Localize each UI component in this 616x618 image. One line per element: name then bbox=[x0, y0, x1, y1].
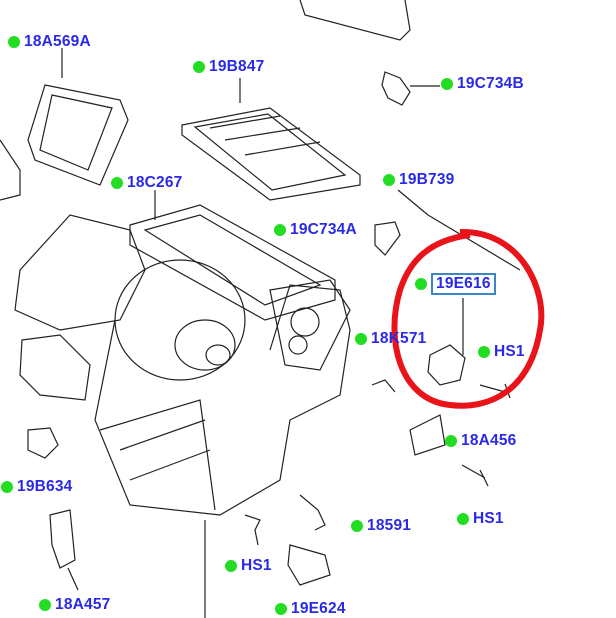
callout-19c734b[interactable]: 19C734B bbox=[441, 75, 524, 93]
screw-hs1-b bbox=[461, 464, 489, 487]
part-19b634 bbox=[27, 427, 59, 459]
highlight-circle bbox=[391, 228, 545, 409]
marker-dot bbox=[8, 36, 20, 48]
connector-19e624 bbox=[287, 544, 331, 586]
marker-dot bbox=[225, 560, 237, 572]
actuator-19c734a bbox=[374, 221, 401, 256]
callout-19e616[interactable]: 19E616 bbox=[415, 273, 496, 295]
part-label: 18591 bbox=[367, 517, 412, 534]
callout-19c734a[interactable]: 19C734A bbox=[274, 221, 357, 239]
part-label: 19C734A bbox=[290, 221, 357, 238]
callout-18a457[interactable]: 18A457 bbox=[39, 596, 111, 614]
part-label: 18K571 bbox=[371, 330, 427, 347]
marker-dot bbox=[111, 177, 123, 189]
part-label: HS1 bbox=[241, 557, 272, 574]
highlighted-part-label: 19E616 bbox=[431, 273, 496, 295]
part-label: 19E624 bbox=[291, 600, 346, 617]
sensor-18591 bbox=[299, 494, 326, 531]
callout-19e624[interactable]: 19E624 bbox=[275, 600, 346, 618]
marker-dot bbox=[39, 599, 51, 611]
callout-18k571[interactable]: 18K571 bbox=[355, 330, 427, 348]
part-label: HS1 bbox=[494, 343, 525, 360]
marker-dot bbox=[415, 278, 427, 290]
marker-dot bbox=[1, 481, 13, 493]
link-19b739 bbox=[427, 214, 521, 271]
callout-19b634[interactable]: 19B634 bbox=[1, 478, 73, 496]
actuator-19c734b bbox=[381, 71, 440, 106]
marker-dot bbox=[441, 78, 453, 90]
callout-18a569a[interactable]: 18A569A bbox=[8, 33, 91, 51]
marker-dot bbox=[351, 520, 363, 532]
marker-dot bbox=[383, 174, 395, 186]
callout-19b847[interactable]: 19B847 bbox=[193, 58, 265, 76]
callout-hs1-b[interactable]: HS1 bbox=[457, 510, 504, 528]
bracket-18k571 bbox=[371, 379, 396, 393]
blower-assembly bbox=[14, 214, 351, 618]
marker-dot bbox=[457, 513, 469, 525]
callout-18a456[interactable]: 18A456 bbox=[445, 432, 517, 450]
part-label: 18A456 bbox=[461, 432, 517, 449]
callout-hs1-c[interactable]: HS1 bbox=[225, 557, 272, 575]
bracket-18a456 bbox=[409, 414, 446, 456]
callout-18c267[interactable]: 18C267 bbox=[111, 174, 183, 192]
callout-hs1-a[interactable]: HS1 bbox=[478, 343, 525, 361]
part-label: 19B847 bbox=[209, 58, 265, 75]
part-label: 18A569A bbox=[24, 33, 91, 50]
seal-frame-18a569a bbox=[27, 48, 129, 186]
marker-dot bbox=[193, 61, 205, 73]
top-duct-part bbox=[299, 0, 411, 41]
marker-dot bbox=[274, 224, 286, 236]
duct-18a457 bbox=[49, 509, 76, 569]
part-label: 19B634 bbox=[17, 478, 73, 495]
part-label: 19C734B bbox=[457, 75, 524, 92]
housing-18c267 bbox=[129, 190, 336, 321]
screw-hs1-c bbox=[244, 514, 261, 546]
marker-dot bbox=[478, 346, 490, 358]
marker-dot bbox=[355, 333, 367, 345]
part-label: 18C267 bbox=[127, 174, 183, 191]
callout-19b739[interactable]: 19B739 bbox=[383, 171, 455, 189]
sensor-19e616 bbox=[427, 298, 466, 386]
filter-19b847 bbox=[181, 78, 361, 201]
part-label: 18A457 bbox=[55, 596, 111, 613]
marker-dot bbox=[275, 603, 287, 615]
callout-18591[interactable]: 18591 bbox=[351, 517, 411, 535]
part-label: HS1 bbox=[473, 510, 504, 527]
marker-dot bbox=[445, 435, 457, 447]
left-edge-part bbox=[0, 139, 21, 201]
mount-part bbox=[19, 334, 91, 401]
part-label: 19B739 bbox=[399, 171, 455, 188]
